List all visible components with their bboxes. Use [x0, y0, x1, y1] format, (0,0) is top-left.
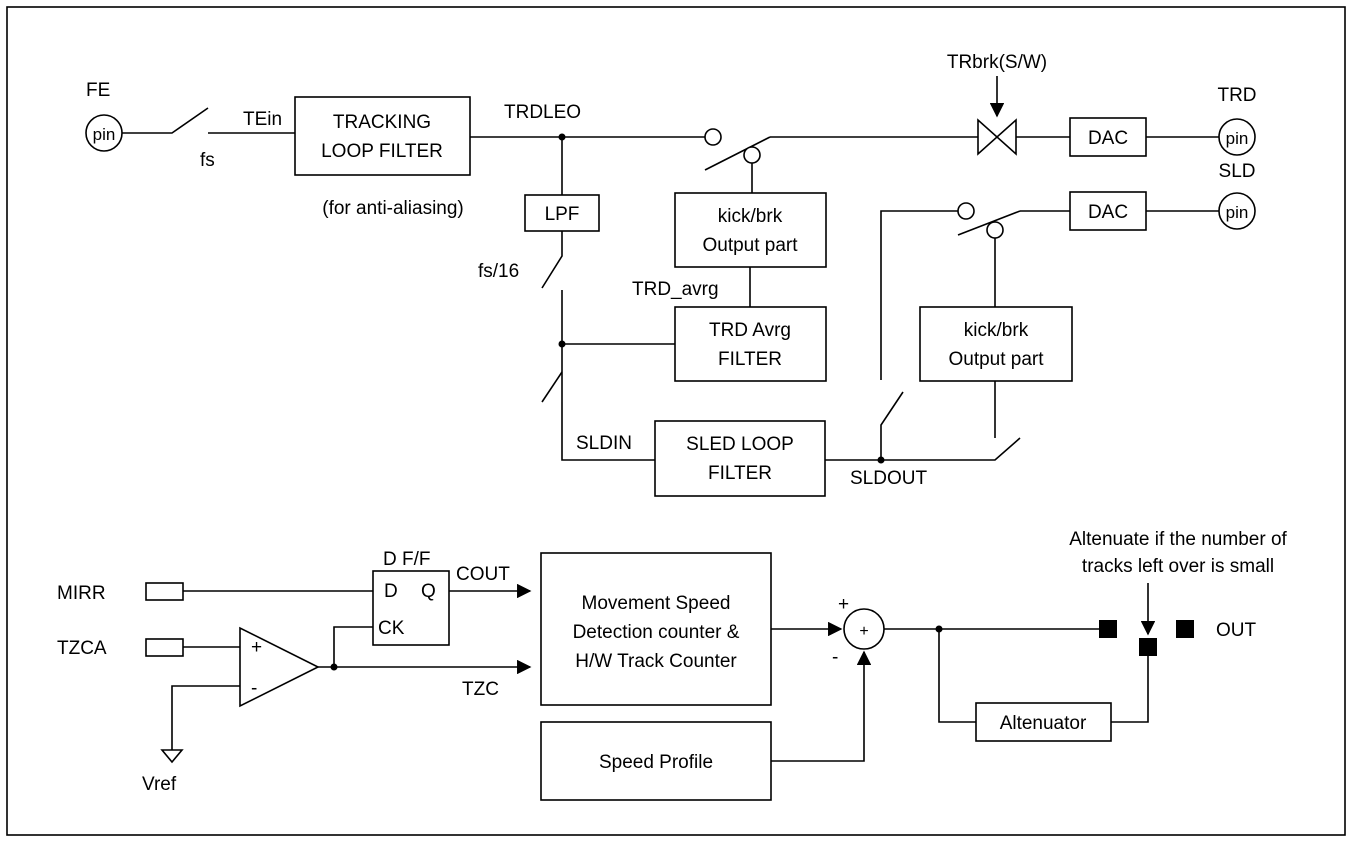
sldout-label: SLDOUT	[850, 468, 927, 489]
anti-aliasing-note: (for anti-aliasing)	[322, 198, 464, 219]
lpf-out-wire	[541, 231, 563, 289]
dac-trd-label: DAC	[1088, 128, 1128, 149]
trd-avrg-filter-box	[674, 306, 827, 382]
switch1-contact-a	[704, 128, 722, 146]
sldin-wire	[561, 402, 655, 461]
vref-wire	[171, 685, 240, 750]
out-label: OUT	[1216, 620, 1257, 641]
dff-label: D F/F	[383, 549, 431, 570]
ground-symbol	[160, 749, 184, 764]
ck-wire	[333, 626, 373, 667]
kick2-label-a: kick/brk	[964, 320, 1029, 341]
sldin-switch-blade	[541, 371, 563, 403]
kick1-label-b: Output part	[702, 235, 798, 256]
altenuate-note-b: tracks left over is small	[1082, 556, 1274, 577]
switch2-contact-a	[957, 202, 975, 220]
sum-minus-sign: -	[832, 647, 838, 668]
sled-label-a: SLED LOOP	[686, 434, 794, 455]
lpf-label: LPF	[545, 204, 580, 225]
altenuator-out-wire	[1111, 656, 1149, 723]
speed-profile-label: Speed Profile	[599, 752, 713, 773]
lpf-box	[524, 194, 600, 232]
trdavrg-label-a: TRD Avrg	[709, 320, 791, 341]
trd-pin	[1218, 118, 1256, 156]
trd-pin-text: pin	[1226, 129, 1249, 148]
switch-contact-selector	[1139, 638, 1157, 656]
kick1-label-a: kick/brk	[718, 206, 783, 227]
mov-label-c: H/W Track Counter	[575, 651, 737, 672]
fe-label: FE	[86, 80, 110, 101]
tzca-terminal	[145, 638, 184, 657]
kick2-label-b: Output part	[948, 349, 1044, 370]
comparator-minus: -	[251, 678, 257, 699]
movement-speed-box	[540, 552, 772, 706]
switch2-blade	[957, 210, 1021, 236]
sldin-label: SLDIN	[576, 433, 632, 454]
mov-label-a: Movement Speed	[582, 593, 731, 614]
sum-symbol: +	[859, 623, 868, 640]
kick-brk-output-box-1	[674, 192, 827, 268]
trbrk-label: TRbrk(S/W)	[947, 52, 1047, 73]
dac-trd-box	[1069, 117, 1147, 157]
sum-plus-sign: +	[838, 594, 849, 615]
switch-contact-left	[1099, 620, 1117, 638]
tracking-label: TRACKING	[333, 112, 431, 133]
sld-label: SLD	[1219, 161, 1256, 182]
switch1-blade	[704, 136, 771, 171]
kick-brk-output-box-2	[919, 306, 1073, 382]
comparator-plus: +	[251, 637, 262, 658]
vref-label: Vref	[142, 774, 177, 795]
sldout-wire	[825, 437, 1021, 461]
dac-sld-box	[1069, 191, 1147, 231]
sld-direct-wire	[880, 391, 904, 460]
cout-label: COUT	[456, 564, 510, 585]
sld-pin-text: pin	[1226, 203, 1249, 222]
diagram-frame	[6, 6, 1346, 836]
trdavrg-label-b: FILTER	[718, 349, 782, 370]
loop-filter-label: LOOP FILTER	[321, 141, 443, 162]
sled-label-b: FILTER	[708, 463, 772, 484]
tzca-label: TZCA	[57, 638, 107, 659]
tzc-label: TZC	[462, 679, 499, 700]
trd-label: TRD	[1217, 85, 1256, 106]
dff-q: Q	[421, 581, 436, 602]
switch1-contact-b	[743, 146, 761, 164]
altenuate-note-a: Altenuate if the number of	[1069, 529, 1287, 550]
fs-label: fs	[200, 150, 215, 171]
profile-to-sum-wire	[771, 650, 872, 762]
altenuator-box	[975, 702, 1112, 742]
trd-avrg-label: TRD_avrg	[632, 279, 719, 300]
altenuator-label: Altenuator	[1000, 713, 1087, 734]
trdleo-label: TRDLEO	[504, 102, 581, 123]
altenuator-in-wire	[938, 629, 976, 723]
trbrk-bowtie	[977, 118, 1017, 156]
tein-label: TEin	[243, 109, 282, 130]
tracking-loop-filter-box	[294, 96, 471, 176]
sld-pin	[1218, 192, 1256, 230]
fe-pin-text: pin	[93, 125, 116, 144]
mirr-label: MIRR	[57, 583, 106, 604]
fs16-label: fs/16	[478, 261, 519, 282]
d-flipflop-box	[372, 570, 450, 646]
dff-ck: CK	[378, 618, 405, 639]
dac-sld-label: DAC	[1088, 202, 1128, 223]
mirr-terminal	[145, 582, 184, 601]
mov-label-b: Detection counter &	[573, 622, 740, 643]
sld-direct-upper	[880, 210, 958, 380]
dff-d: D	[384, 581, 398, 602]
switch-contact-right	[1176, 620, 1194, 638]
switch2-contact-b	[986, 221, 1004, 239]
fe-wire	[122, 107, 209, 134]
comparator	[239, 626, 320, 708]
sled-loop-filter-box	[654, 420, 826, 497]
